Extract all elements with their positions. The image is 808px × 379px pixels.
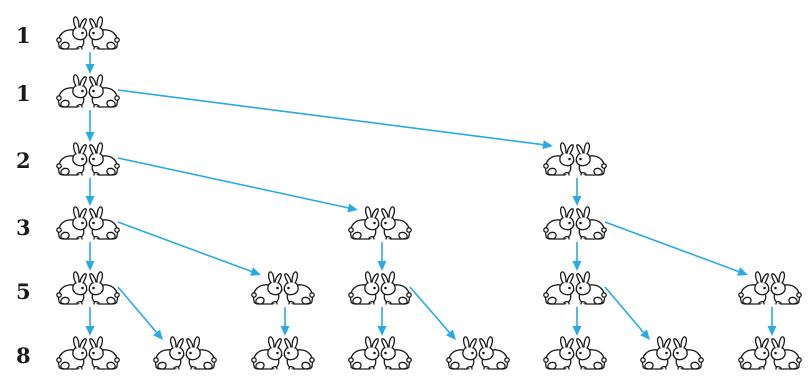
arrow-a2-to-c3 — [117, 157, 358, 213]
rabbit-pair-icon — [57, 75, 119, 107]
arrow-a4-to-a5 — [85, 307, 95, 336]
generation-count-5: 5 — [16, 279, 31, 304]
rabbit-pair-icon — [544, 207, 606, 239]
generation-count-2: 1 — [16, 81, 31, 106]
generation-count-4: 3 — [16, 215, 31, 240]
rabbit-pair-icon — [349, 337, 411, 369]
generation-counts: 1 1 2 3 5 8 — [16, 23, 31, 368]
rabbit-pair-icon — [57, 337, 119, 369]
arrow-a0-to-a1 — [85, 52, 95, 74]
arrow-a1-to-a2 — [85, 110, 95, 142]
arrow-c4-to-c5 — [377, 307, 387, 336]
rabbit-pair-icon — [57, 207, 119, 239]
rabbit-pair-icon — [544, 272, 606, 304]
arrow-c4-to-g5 — [409, 286, 456, 340]
generation-count-3: 2 — [16, 148, 31, 173]
arrow-b4-to-b5 — [572, 307, 582, 336]
breeding-arrows — [85, 52, 777, 340]
rabbit-pair-icon — [544, 143, 606, 175]
rabbit-pairs — [57, 17, 801, 369]
arrow-b3-to-e4 — [604, 221, 748, 276]
rabbit-pair-icon — [739, 337, 801, 369]
generation-count-6: 8 — [16, 343, 31, 368]
arrow-b3-to-b4 — [572, 242, 582, 271]
arrow-a3-to-d4 — [117, 221, 261, 276]
arrow-e4-to-e5 — [767, 307, 777, 336]
rabbit-pair-icon — [252, 272, 314, 304]
rabbit-pair-icon — [349, 207, 411, 239]
arrow-a3-to-a4 — [85, 242, 95, 271]
arrow-a2-to-a3 — [85, 178, 95, 206]
rabbit-pair-icon — [57, 17, 119, 49]
arrow-b2-to-b3 — [572, 178, 582, 206]
arrow-c3-to-c4 — [377, 242, 387, 271]
arrow-a4-to-f5 — [117, 286, 163, 340]
arrow-b4-to-h5 — [604, 286, 650, 340]
rabbit-pair-icon — [252, 337, 314, 369]
rabbit-pair-icon — [154, 337, 216, 369]
rabbit-pair-icon — [349, 272, 411, 304]
rabbit-pair-icon — [739, 272, 801, 304]
generation-count-1: 1 — [16, 23, 31, 48]
arrow-d4-to-d5 — [280, 307, 290, 336]
rabbit-pair-icon — [57, 272, 119, 304]
arrow-a1-to-b2 — [117, 89, 553, 150]
rabbit-pair-icon — [544, 337, 606, 369]
rabbit-pair-icon — [57, 143, 119, 175]
rabbit-pair-icon — [447, 337, 509, 369]
rabbit-pair-icon — [641, 337, 703, 369]
